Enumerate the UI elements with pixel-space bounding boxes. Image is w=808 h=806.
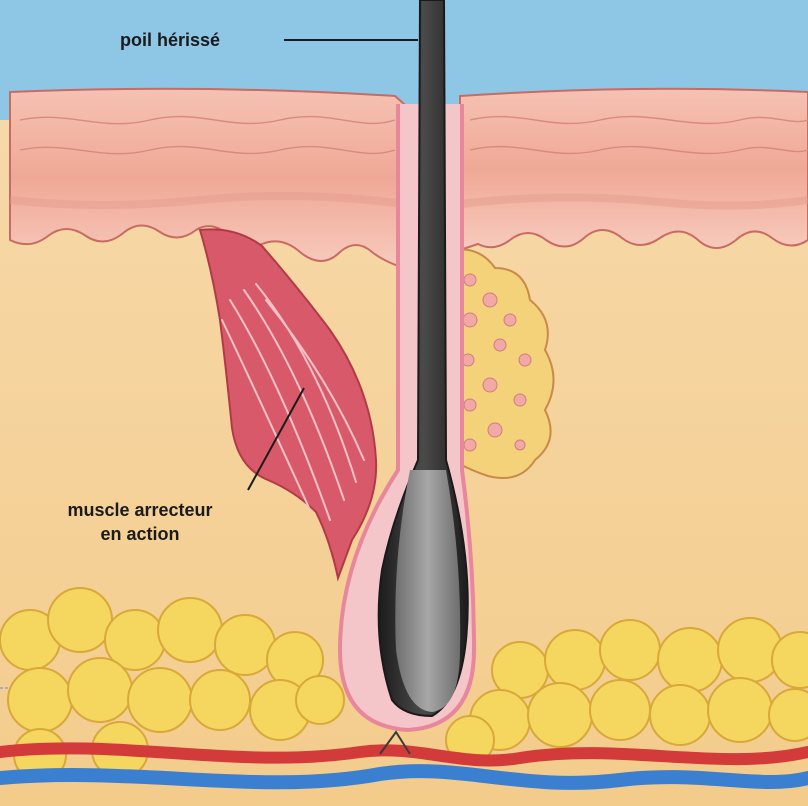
hair-label: poil hérissé	[120, 28, 220, 52]
muscle-label-line1: muscle arrecteur	[22, 498, 258, 522]
muscle-label: muscle arrecteur en action	[22, 498, 258, 546]
epidermis-right	[460, 89, 808, 250]
muscle-label-line2: en action	[22, 522, 258, 546]
hair-bulb	[395, 470, 460, 712]
